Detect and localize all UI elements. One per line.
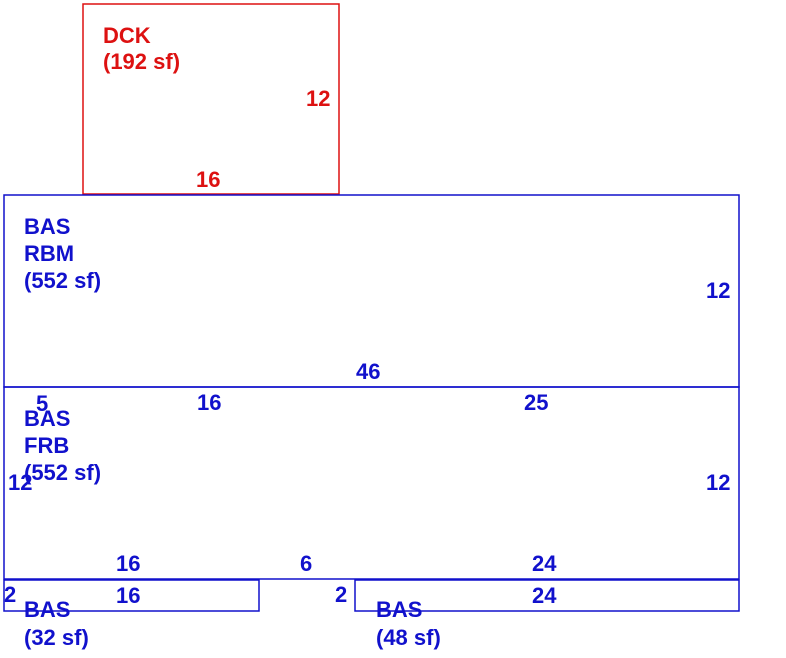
bas-left-code-label: BAS <box>24 597 70 622</box>
deck-dim-right: 12 <box>306 86 330 111</box>
bas-rbm-sub-label: RBM <box>24 241 74 266</box>
bas-frb-dim-top-mid: 16 <box>197 390 221 415</box>
bas-frb-area: 5 16 25 BAS FRB (552 sf) 12 12 16 6 24 <box>3 386 740 580</box>
deck-area: DCK (192 sf) 12 16 <box>82 3 340 195</box>
bas-rbm-dim-right: 12 <box>706 278 730 303</box>
bas-frb-dim-top-left: 5 <box>36 391 48 416</box>
bas-right-area-label: (48 sf) <box>376 625 441 650</box>
bas-rbm-area: BAS RBM (552 sf) 12 46 <box>3 194 740 388</box>
deck-outline <box>82 3 340 195</box>
bas-left-dim-top: 16 <box>116 583 140 608</box>
deck-dim-bottom: 16 <box>196 167 220 192</box>
bas-right-outline <box>354 579 740 612</box>
bas-frb-outline <box>3 386 740 580</box>
bas-left-dim-left: 2 <box>4 582 16 607</box>
bas-frb-area-label: (552 sf) <box>24 460 101 485</box>
bas-left-area: 2 16 BAS (32 sf) <box>3 579 260 650</box>
bas-frb-code-label: BAS <box>24 406 70 431</box>
bas-right-code-label: BAS <box>376 597 422 622</box>
bas-right-dim-top: 24 <box>532 583 557 608</box>
bas-left-area-label: (32 sf) <box>24 625 89 650</box>
bas-frb-dim-bottom-left: 16 <box>116 551 140 576</box>
bas-frb-dim-top-right: 25 <box>524 390 548 415</box>
bas-right-dim-left: 2 <box>335 582 347 607</box>
bas-rbm-area-label: (552 sf) <box>24 268 101 293</box>
bas-right-area: 2 24 BAS (48 sf) <box>335 579 740 650</box>
bas-frb-dim-right: 12 <box>706 470 730 495</box>
bas-frb-dim-bottom-right: 24 <box>532 551 557 576</box>
deck-area-label: (192 sf) <box>103 49 180 74</box>
bas-rbm-dim-bottom: 46 <box>356 359 380 384</box>
bas-frb-dim-left: 12 <box>8 470 32 495</box>
bas-left-outline <box>3 579 260 612</box>
bas-frb-sub-label: FRB <box>24 433 69 458</box>
bas-rbm-code-label: BAS <box>24 214 70 239</box>
bas-frb-dim-bottom-mid: 6 <box>300 551 312 576</box>
deck-code-label: DCK <box>103 23 151 48</box>
